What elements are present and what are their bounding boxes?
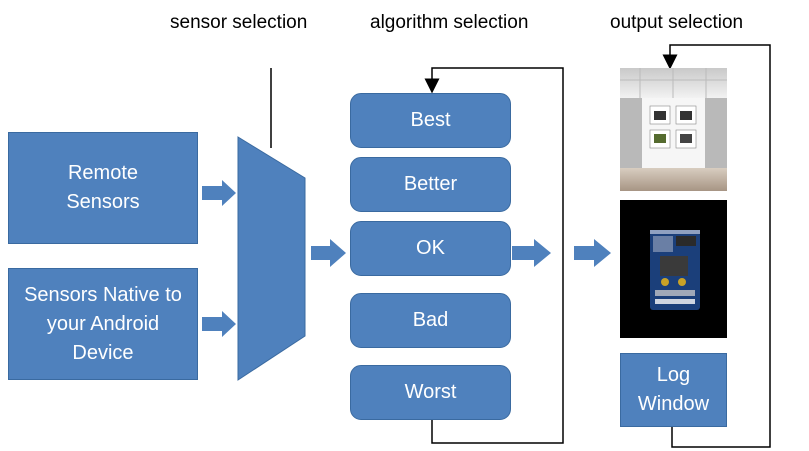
- output-selection-header: output selection: [610, 12, 744, 33]
- algorithm-best: Best: [350, 93, 511, 148]
- arrow-remote-to-mux: [202, 180, 236, 206]
- gallery-scene: [620, 68, 727, 191]
- arrow-mux-to-alg: [311, 239, 346, 267]
- algorithm-ok: OK: [350, 221, 511, 276]
- sensor-selection-header: sensor selection: [170, 12, 308, 33]
- output-board-image: [620, 200, 727, 338]
- board-scene: [620, 200, 727, 338]
- native-sensors-label: Sensors Native to your Android Device: [24, 283, 182, 364]
- algorithm-worst-label: Worst: [404, 381, 457, 403]
- algorithm-better: Better: [350, 157, 511, 212]
- algorithm-better-label: Better: [403, 173, 458, 195]
- native-sensors-box: Sensors Native to your Android Device: [8, 268, 198, 380]
- log-window-label: Log Window: [637, 364, 710, 415]
- algorithm-bad: Bad: [350, 293, 511, 348]
- algorithm-loop-line: [424, 67, 564, 444]
- log-window-box: Log Window: [620, 353, 727, 427]
- arrow-to-output: [574, 239, 611, 267]
- algorithm-best-label: Best: [410, 109, 451, 131]
- output-loop-line: [662, 44, 771, 448]
- sensor-multiplexer: [237, 136, 306, 381]
- output-gallery-image: [620, 68, 727, 191]
- algorithm-bad-label: Bad: [412, 309, 449, 331]
- arrow-alg-out: [512, 239, 551, 267]
- remote-sensors-label: Remote Sensors: [66, 162, 140, 213]
- remote-sensors-box: Remote Sensors: [8, 132, 198, 244]
- arrow-native-to-mux: [202, 311, 236, 337]
- algorithm-selection-header: algorithm selection: [370, 12, 529, 33]
- algorithm-ok-label: OK: [416, 237, 445, 259]
- algorithm-worst: Worst: [350, 365, 511, 420]
